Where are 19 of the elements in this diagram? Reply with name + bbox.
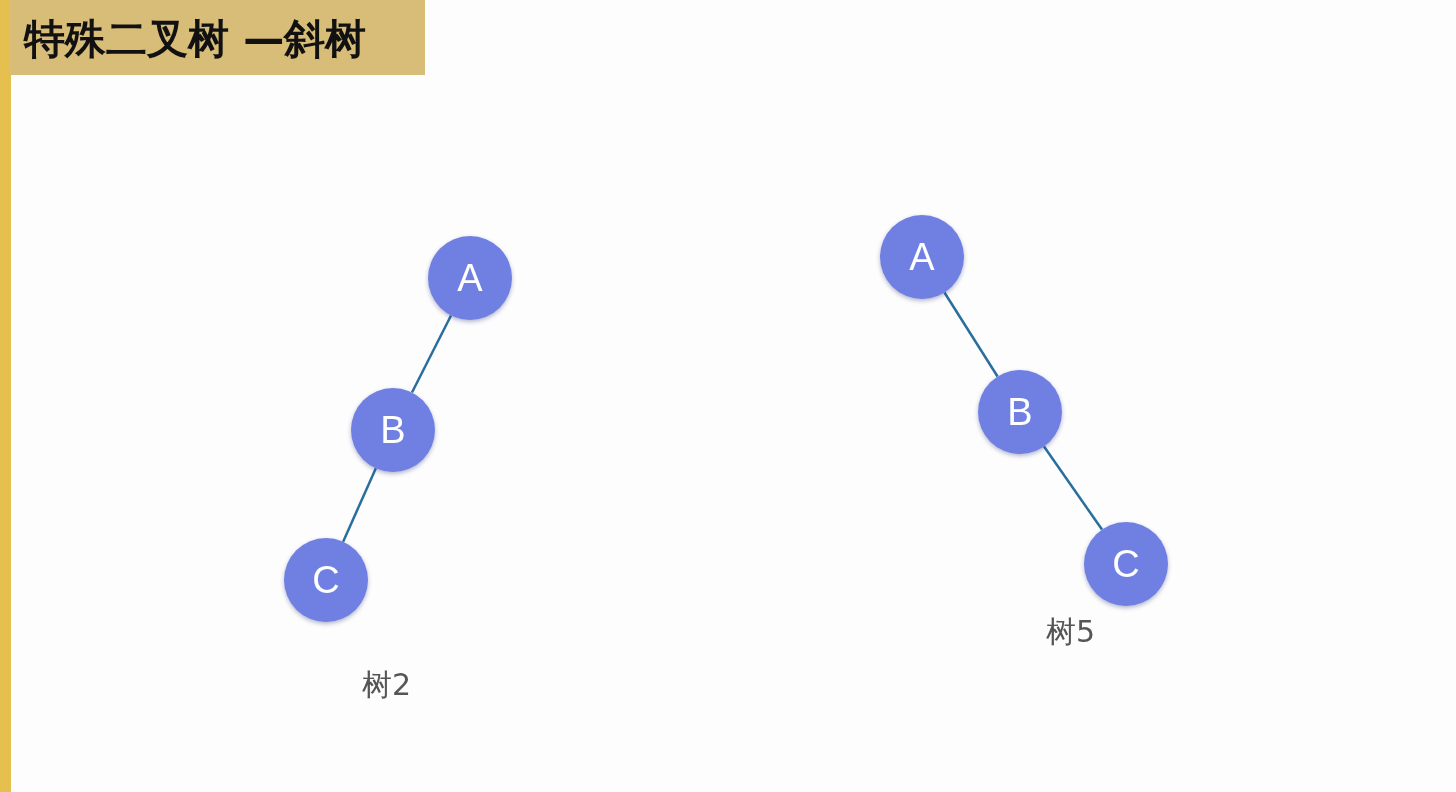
tree-node-circle <box>284 538 368 622</box>
tree-caption: 树2 <box>362 670 412 700</box>
tree-node-circle <box>351 388 435 472</box>
tree-node-circle <box>1084 522 1168 606</box>
node-letter: B <box>380 411 406 449</box>
node-letter: A <box>457 259 483 297</box>
tree-edge <box>410 314 453 394</box>
title-banner: 特殊二叉树 —斜树 <box>10 0 425 75</box>
node-letter: B <box>1007 393 1033 431</box>
node-letter: C <box>312 561 340 599</box>
tree-node-circle <box>880 215 964 299</box>
tree-edge <box>1043 445 1103 531</box>
node-letter: A <box>909 238 935 276</box>
tree-node-circle <box>428 236 512 320</box>
tree-node-circle <box>978 370 1062 454</box>
tree-edge <box>342 467 377 543</box>
tree-edge <box>943 291 999 378</box>
tree-caption: 树5 <box>1046 617 1096 647</box>
node-letter: C <box>1112 545 1140 583</box>
